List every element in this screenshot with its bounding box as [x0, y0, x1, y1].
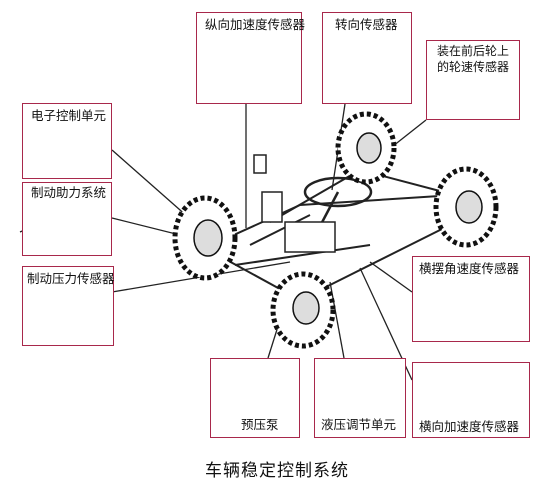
wheel-rear-left-icon	[338, 114, 394, 182]
box-steering-sensor: 转向传感器	[322, 12, 412, 104]
hydraulic-block-icon	[285, 222, 335, 252]
box-lateral-accel-sensor: 横向加速度传感器	[412, 362, 530, 438]
diagram-caption: 车辆稳定控制系统	[0, 456, 554, 481]
wheel-front-left-icon	[175, 198, 235, 278]
box-yaw-rate-sensor: 横摆角速度传感器	[412, 256, 530, 342]
label-brake-pressure-sensor: 制动压力传感器	[27, 271, 115, 286]
label-wheel-speed-sensor-line2: 的轮速传感器	[429, 59, 517, 75]
box-pre-pressure-pump: 预压泵	[210, 358, 300, 438]
label-steering-sensor: 转向传感器	[335, 17, 398, 32]
label-brake-booster: 制动助力系统	[31, 185, 106, 200]
label-yaw-rate-sensor: 横摆角速度传感器	[419, 261, 519, 276]
box-hydraulic-unit: 液压调节单元	[314, 358, 406, 438]
box-brake-booster: 制动助力系统	[22, 182, 112, 256]
label-hydraulic-unit: 液压调节单元	[321, 417, 396, 432]
label-pre-pressure-pump: 预压泵	[241, 417, 279, 432]
wheel-front-right-icon	[273, 274, 333, 346]
box-brake-pressure-sensor: 制动压力传感器	[22, 266, 114, 346]
sensor-unit-icon	[262, 192, 282, 222]
leader-yaw	[370, 262, 412, 292]
wheel-rear-right-icon	[436, 169, 496, 245]
label-lateral-accel-sensor: 横向加速度传感器	[419, 419, 519, 434]
box-ecu: 电子控制单元	[22, 103, 112, 179]
box-wheel-speed-sensor: 装在前后轮上 的轮速传感器	[426, 40, 520, 120]
label-ecu: 电子控制单元	[31, 108, 106, 123]
box-longitudinal-accel-sensor: 纵向加速度传感器	[196, 12, 302, 104]
label-longitudinal-accel-sensor: 纵向加速度传感器	[205, 17, 305, 32]
label-wheel-speed-sensor-line1: 装在前后轮上	[429, 43, 517, 59]
